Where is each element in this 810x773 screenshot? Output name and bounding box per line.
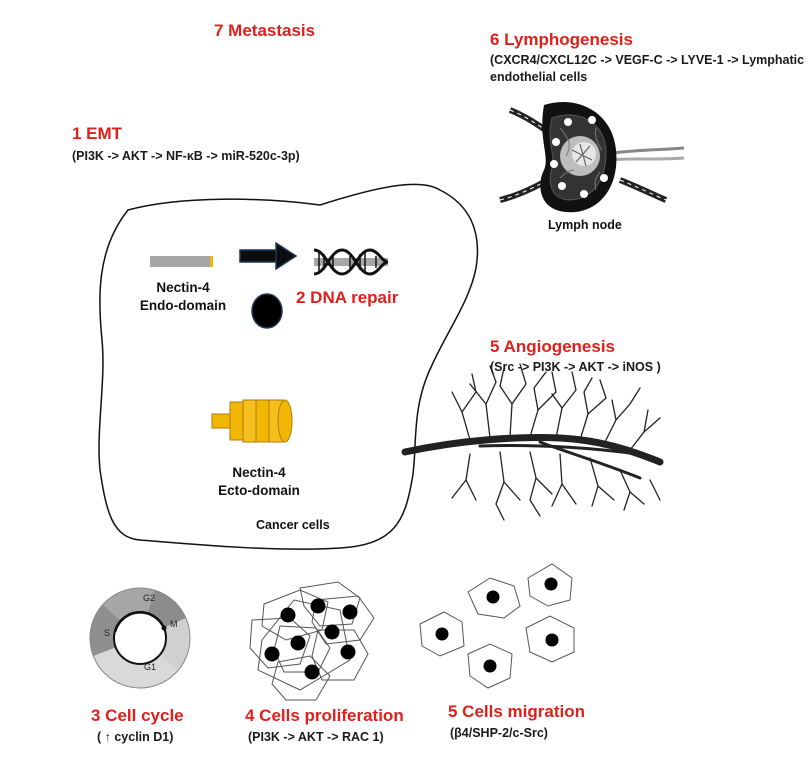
migration-subtitle: (β4/SHP-2/c-Src): [450, 726, 548, 740]
emt-title: 1 EMT: [72, 124, 123, 143]
arrow-right-icon: [239, 241, 298, 271]
endo-domain-label-2: Endo-domain: [139, 298, 227, 313]
phase-m-label: M: [170, 619, 178, 629]
angiogenesis-title: 5 Angiogenesis: [490, 337, 616, 356]
endo-domain-label-1: Nectin-4: [156, 280, 210, 295]
cancer-cell-outline: [98, 183, 479, 550]
ecto-domain-label-2: Ecto-domain: [218, 483, 300, 498]
cell-cycle-ring: [89, 587, 191, 689]
lymphogenesis-pathway-line1: (CXCR4/CXCL12C -> VEGF-C -> LYVE-1 -> Ly…: [490, 53, 805, 67]
cell-cycle-title: 3 Cell cycle: [91, 706, 184, 725]
angiogenesis-pathway: (Src -> PI3K -> AKT -> iNOS ): [490, 360, 661, 374]
blood-vessel-icon: [401, 363, 664, 521]
dna-helix-icon: [313, 248, 389, 276]
ecto-domain-label-1: Nectin-4: [232, 465, 286, 480]
phase-g2-label: G2: [143, 593, 156, 603]
proliferation-title: 4 Cells proliferation: [245, 706, 404, 725]
lymph-node-label: Lymph node: [548, 218, 622, 232]
cancer-cells-label: Cancer cells: [256, 518, 330, 532]
endo-domain-icon: [150, 256, 213, 267]
metastasis-title: 7 Metastasis: [214, 21, 316, 40]
phase-s-label: S: [104, 628, 111, 638]
lymphogenesis-title: 6 Lymphogenesis: [490, 30, 633, 49]
lymph-node-icon: [499, 102, 685, 213]
nucleus-icon: [251, 293, 283, 329]
emt-pathway: (PI3K -> AKT -> NF-κB -> miR-520c-3p): [72, 149, 300, 163]
cell-cycle-subtitle: ( ↑ cyclin D1): [97, 730, 174, 744]
migration-cells: [419, 563, 575, 689]
ecto-domain-icon: [211, 399, 293, 443]
phase-g1-label: G1: [144, 662, 157, 672]
proliferation-cluster: [249, 581, 375, 701]
lymphogenesis-pathway-line2: endothelial cells: [490, 70, 588, 84]
dna-repair-title: 2 DNA repair: [296, 288, 399, 307]
migration-title: 5 Cells migration: [448, 702, 585, 721]
proliferation-subtitle: (PI3K -> AKT -> RAC 1): [248, 730, 384, 744]
